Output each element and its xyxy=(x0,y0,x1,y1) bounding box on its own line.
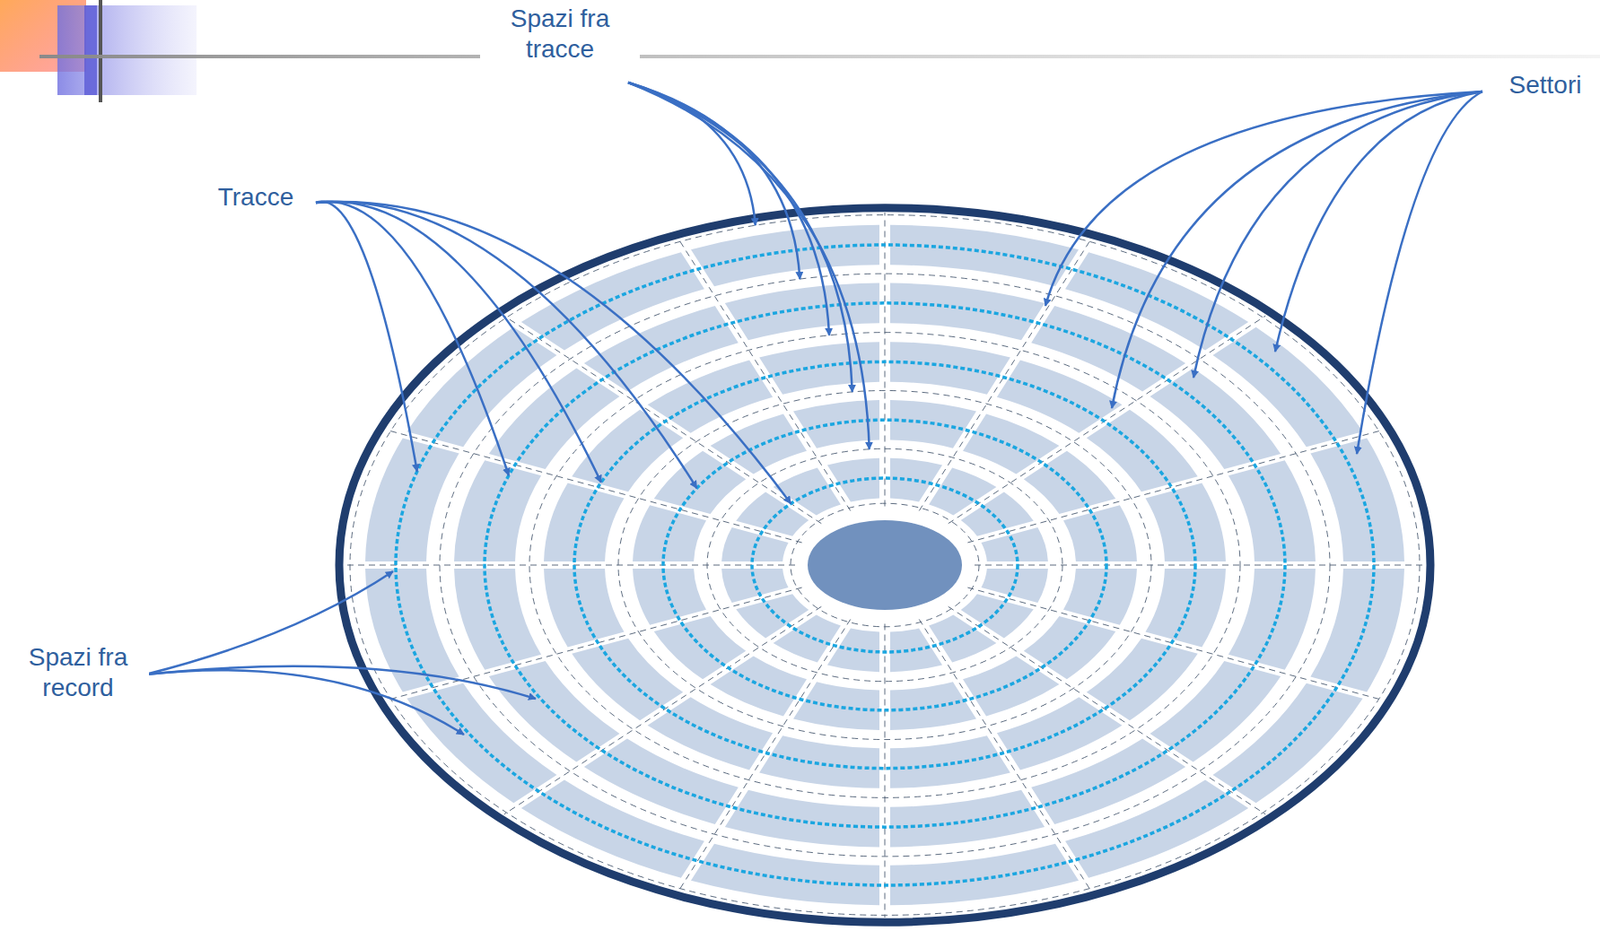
sector-boundary xyxy=(387,430,803,543)
corner-decoration xyxy=(0,0,1600,103)
sector-block xyxy=(890,790,1045,849)
sector-block xyxy=(1023,451,1116,515)
sector-block xyxy=(759,735,880,789)
leader-arrow xyxy=(315,201,602,483)
leader-arrow xyxy=(315,201,418,473)
sector-block xyxy=(365,438,460,563)
track-line xyxy=(751,478,1018,653)
leader-arrow xyxy=(145,571,394,675)
track-line xyxy=(663,419,1107,711)
sector-block xyxy=(454,568,542,671)
leader-arrow xyxy=(1111,91,1483,409)
track-line xyxy=(395,244,1374,886)
sector-boundary xyxy=(918,620,1091,892)
callout-label: Spazi fra record xyxy=(7,642,149,703)
sector-boundary xyxy=(678,620,850,892)
sector-block xyxy=(890,844,1079,907)
sector-block xyxy=(1310,568,1405,693)
sector-block xyxy=(690,844,880,907)
sector-block xyxy=(1228,460,1316,562)
sector-block xyxy=(980,568,1048,604)
sector-boundary xyxy=(884,212,886,508)
sector-block xyxy=(890,681,977,731)
leader-arrow xyxy=(628,82,853,393)
sector-block xyxy=(690,225,880,288)
sector-boundary xyxy=(346,565,796,567)
leader-arrow xyxy=(315,201,509,476)
sector-boundary xyxy=(967,587,1382,700)
disk-hub xyxy=(807,520,962,611)
sector-block xyxy=(721,568,788,604)
sector-boundary xyxy=(884,624,886,919)
leader-arrow xyxy=(315,201,698,489)
sector-block xyxy=(890,735,1011,789)
sector-block xyxy=(1310,438,1405,563)
sector-boundary xyxy=(387,587,803,700)
sector-block xyxy=(725,283,880,341)
sector-block xyxy=(890,225,1079,288)
sector-block xyxy=(890,283,1045,341)
callout-label: Spazi fra tracce xyxy=(480,3,640,64)
sector-block xyxy=(1145,568,1225,648)
track-line xyxy=(574,361,1196,769)
leader-arrow xyxy=(628,82,756,226)
sector-block xyxy=(890,341,1011,395)
leader-arrow xyxy=(1275,91,1483,352)
leader-arrow xyxy=(1193,91,1483,378)
sector-block xyxy=(654,616,746,680)
leader-arrow xyxy=(1356,91,1483,455)
sector-block xyxy=(725,790,880,849)
sector-boundary xyxy=(918,239,1091,512)
sector-block xyxy=(1145,482,1225,562)
callout-label: Tracce xyxy=(199,182,313,213)
callout-label: Settori xyxy=(1493,69,1598,101)
sector-block xyxy=(773,467,841,516)
track-line xyxy=(484,303,1286,828)
leader-arrow xyxy=(628,82,870,450)
sector-boundary xyxy=(967,430,1382,543)
leader-arrow xyxy=(315,201,791,505)
sector-block xyxy=(543,568,624,648)
leader-arrow xyxy=(1045,91,1483,307)
sector-block xyxy=(735,594,809,639)
track-gap-line xyxy=(618,390,1152,740)
sector-block xyxy=(1228,568,1316,671)
leader-arrow xyxy=(145,670,464,735)
sector-block xyxy=(543,482,624,562)
leader-lines xyxy=(145,82,1483,735)
sector-boundary xyxy=(974,565,1424,567)
sector-block xyxy=(454,460,542,562)
